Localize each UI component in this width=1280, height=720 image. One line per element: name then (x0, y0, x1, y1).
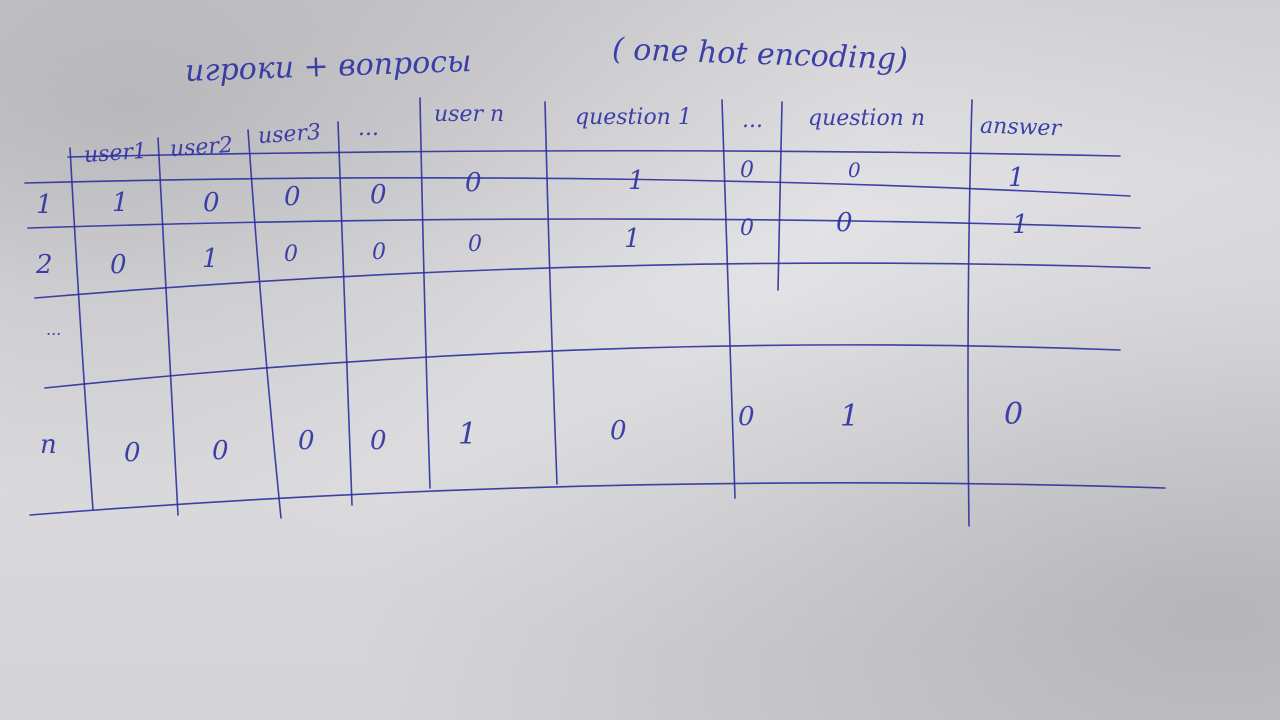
cell: 0 (370, 426, 387, 456)
cell: 0 (124, 438, 141, 468)
cell: 1 (1008, 163, 1025, 193)
cell: 0 (836, 208, 853, 238)
row-line-2 (27, 218, 1141, 229)
row-label-1: 1 (36, 190, 53, 220)
header-users-ellipsis: ... (358, 116, 379, 141)
header-user1: user1 (83, 138, 148, 169)
col-line-1 (157, 137, 179, 516)
cell: 1 (628, 166, 645, 196)
cell: 1 (1012, 210, 1029, 240)
col-line-3 (337, 121, 353, 506)
header-answer: answer (979, 113, 1062, 142)
cell: 0 (298, 426, 315, 456)
cell: 0 (740, 158, 754, 183)
header-question1: question 1 (575, 105, 692, 130)
cell: 0 (740, 216, 754, 241)
col-line-2 (247, 129, 282, 519)
row-line-3 (34, 262, 1151, 299)
cell: 0 (212, 436, 229, 466)
cell: 0 (1004, 397, 1024, 432)
cell: 0 (848, 158, 861, 182)
cell: 1 (624, 224, 641, 254)
row-label-2: 2 (36, 250, 53, 280)
col-line-8 (967, 99, 973, 527)
header-user-n: user n (434, 102, 505, 127)
header-underline (67, 149, 1121, 158)
cell: 1 (458, 417, 478, 452)
cell: 0 (370, 180, 387, 210)
cell: 0 (110, 250, 127, 280)
cell: 1 (112, 188, 129, 218)
cell: 0 (203, 188, 220, 218)
cell: 0 (468, 232, 482, 257)
cell: 0 (465, 168, 482, 198)
cell: 0 (284, 242, 298, 267)
header-user3: user3 (257, 119, 322, 150)
col-line-7 (777, 101, 783, 291)
cell: 0 (284, 182, 301, 212)
col-line-0 (69, 147, 94, 511)
row-line-5 (29, 482, 1166, 516)
row-label-n: n (40, 430, 57, 460)
cell: 1 (202, 244, 219, 274)
col-line-5 (544, 101, 558, 485)
cell: 0 (372, 240, 386, 265)
row-line-1 (24, 176, 1131, 197)
cell: 0 (738, 402, 755, 432)
header-question-n: question n (808, 106, 926, 131)
row-line-4 (44, 344, 1121, 389)
col-line-6 (721, 99, 736, 499)
col-line-4 (419, 97, 431, 489)
header-user2: user2 (169, 132, 234, 163)
cell: 1 (840, 399, 860, 434)
header-questions-ellipsis: ... (742, 108, 763, 133)
row-label-ellipsis: ... (46, 320, 62, 339)
cell: 0 (610, 416, 627, 446)
